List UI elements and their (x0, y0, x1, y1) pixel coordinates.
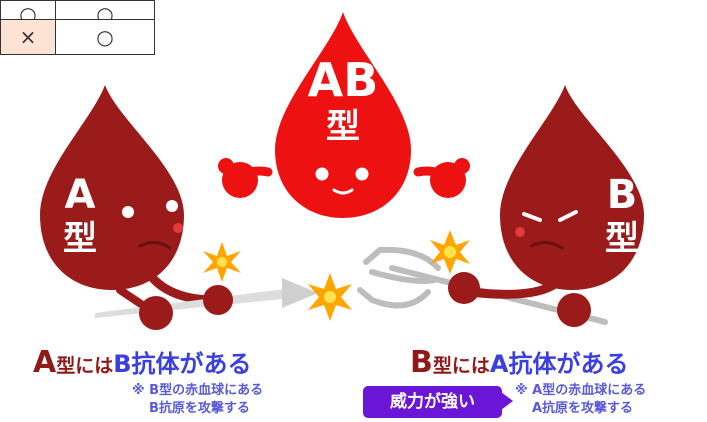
ab-left-hand-icon (218, 158, 258, 198)
b-letter: B (607, 172, 638, 218)
table-cell: × (0, 19, 56, 55)
spark-icon (430, 230, 470, 274)
a-letter: A (65, 172, 96, 218)
caption-a-kata: 型には (56, 355, 114, 377)
b-type-label: 型 (605, 219, 639, 259)
caption-b-antibody: A抗体 (489, 350, 557, 378)
caption-b: B型にはA抗体がある (410, 344, 628, 380)
caption-a-ga-aru: がある (179, 350, 252, 378)
ab-type-label: 型 (326, 107, 360, 147)
b-blood-drop: B 型 (357, 85, 644, 327)
caption-b-ga-aru: がある (556, 350, 629, 378)
note-b-line2: A抗原を攻撃する (532, 401, 634, 416)
note-a-line1: ※ B型の赤血球にある (132, 383, 264, 398)
b-fist-icon (557, 293, 591, 327)
a-fist-icon (139, 296, 173, 330)
caption-b-kata: 型には (432, 355, 490, 377)
note-a-line2: B抗原を攻撃する (149, 401, 250, 416)
b-fist-icon (448, 272, 480, 304)
badge-strong-power: 威力が強い (363, 386, 502, 418)
table-cell: ○ (55, 19, 155, 55)
note-a: ※ B型の赤血球にある B抗原を攻撃する (132, 382, 263, 418)
caption-b-blood: B (410, 345, 433, 380)
ab-right-hand-icon (430, 158, 470, 198)
comparison-table-fragment: ○ ○ × ○ (0, 0, 155, 55)
caption-a: A型にはB抗体がある (33, 344, 252, 380)
note-b-line1: ※ A型の赤血球にある (515, 383, 647, 398)
badge-tail (501, 392, 513, 410)
ab-letters: AB (308, 53, 379, 107)
a-blood-drop: A 型 (40, 85, 318, 330)
spark-icon (203, 242, 241, 282)
caption-a-blood: A (33, 345, 57, 380)
caption-a-antibody: B抗体 (113, 350, 180, 378)
spark-icon (308, 273, 352, 321)
ab-blood-drop: AB 型 (218, 12, 470, 218)
note-b: ※ A型の赤血球にある A抗原を攻撃する (515, 382, 646, 418)
a-type-label: 型 (63, 219, 97, 259)
a-fist-icon (203, 285, 233, 315)
sword-tip-icon (282, 278, 318, 308)
